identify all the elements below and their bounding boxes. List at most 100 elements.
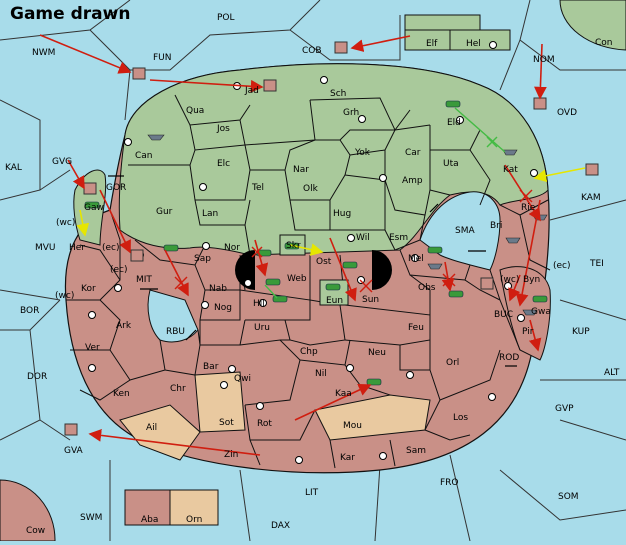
label-hil: Hil (253, 299, 265, 309)
con-corner (559, 0, 626, 51)
label-gaw: Gaw (84, 203, 104, 213)
strait-symbols (108, 175, 517, 367)
convoy-order (454, 107, 506, 153)
label-orn: Orn (186, 515, 202, 525)
label-kor: Kor (81, 284, 96, 294)
label-ec2: (ec) (110, 265, 128, 275)
label-fun: FUN (153, 53, 172, 63)
label-jad: Jad (244, 86, 259, 96)
label-ec3: (ec) (553, 261, 571, 271)
label-ver: Ver (85, 343, 100, 353)
label-sch: Sch (330, 89, 346, 99)
failed-order-marks (174, 189, 533, 293)
label-lit: LIT (305, 488, 319, 498)
army-units[interactable] (84, 100, 548, 386)
label-rie: Rie (521, 203, 536, 213)
label-cow: Cow (26, 526, 45, 536)
label-mit: MIT (136, 275, 152, 285)
label-eun: Eun (326, 296, 343, 306)
label-uru: Uru (254, 323, 270, 333)
label-tei: TEI (589, 259, 604, 269)
cow-corner (0, 479, 56, 542)
label-bor: BOR (20, 306, 39, 316)
label-bar: Bar (203, 362, 219, 372)
label-ovd: OVD (557, 108, 577, 118)
label-her: Her (69, 243, 85, 253)
label-sma: SMA (455, 226, 475, 236)
label-sot: Sot (219, 418, 234, 428)
label-nab: Nab (209, 284, 227, 294)
label-rbu: RBU (166, 327, 185, 337)
label-qwi: Qwi (234, 374, 251, 384)
label-nar: Nar (293, 165, 309, 175)
label-pol: POL (217, 13, 235, 23)
label-qua: Qua (186, 106, 204, 116)
label-elc: Elc (217, 159, 230, 169)
label-chr: Chr (170, 384, 186, 394)
orn-box (169, 489, 219, 526)
label-hel: Hel (466, 39, 481, 49)
label-obs: Obs (418, 283, 436, 293)
label-grh: Grh (343, 108, 359, 118)
label-uta: Uta (443, 159, 459, 169)
label-gur: Gur (156, 207, 173, 217)
label-gvg: GVG (52, 157, 72, 167)
label-gor: GOR (106, 183, 126, 193)
label-gva: GVA (64, 446, 84, 456)
label-dor: DOR (27, 372, 47, 382)
region-labels: POL NWM FUN COB Elf Hel Con NOM OVD Jad … (5, 13, 620, 536)
label-sam: Sam (406, 446, 426, 456)
label-rod: ROD (499, 353, 519, 363)
label-chp: Chp (300, 347, 318, 357)
label-ost: Ost (316, 257, 332, 267)
label-nog: Nog (214, 303, 232, 313)
label-kat: Kat (503, 165, 518, 175)
label-esm: Esm (389, 233, 408, 243)
game-status-banner: Game drawn (10, 4, 131, 24)
label-kal: KAL (5, 163, 22, 173)
sot-region (194, 371, 246, 433)
label-feu: Feu (408, 323, 424, 333)
label-zin: Zin (224, 450, 238, 460)
label-lan: Lan (202, 209, 218, 219)
label-neu: Neu (368, 348, 386, 358)
label-orl: Orl (446, 358, 459, 368)
label-tel: Tel (251, 183, 264, 193)
label-amp: Amp (402, 176, 423, 186)
label-kar: Kar (340, 453, 355, 463)
aba-box (124, 489, 171, 526)
label-bri: Bri (490, 221, 502, 231)
supply-centers (88, 41, 538, 464)
label-wc2: (wc) (500, 275, 519, 285)
label-ark: Ark (116, 321, 132, 331)
label-sun: Sun (362, 295, 379, 305)
label-elf: Elf (426, 39, 438, 49)
label-mou: Mou (343, 421, 362, 431)
label-nor: Nor (224, 243, 240, 253)
label-jos: Jos (216, 124, 230, 134)
label-kam: KAM (581, 193, 601, 203)
label-kaa: Kaa (335, 389, 352, 399)
label-alt: ALT (604, 368, 620, 378)
label-gvp: GVP (555, 404, 574, 414)
label-mvu: MVU (35, 243, 56, 253)
label-yok: Yok (354, 148, 371, 158)
label-aba: Aba (141, 515, 158, 525)
unit-markers[interactable] (64, 41, 599, 436)
label-som: SOM (558, 492, 579, 502)
mou-region (314, 394, 431, 441)
label-byn: Byn (523, 275, 540, 285)
label-skr: Skr (286, 241, 301, 251)
label-wil: Wil (356, 233, 370, 243)
label-kup: KUP (572, 327, 590, 337)
label-olk: Olk (303, 184, 319, 194)
label-ken: Ken (113, 389, 130, 399)
label-gwa: Gwa (531, 307, 551, 317)
label-los: Los (453, 413, 468, 423)
label-nom: NOM (533, 55, 555, 65)
label-web: Web (287, 274, 307, 284)
support-orders (76, 167, 586, 256)
